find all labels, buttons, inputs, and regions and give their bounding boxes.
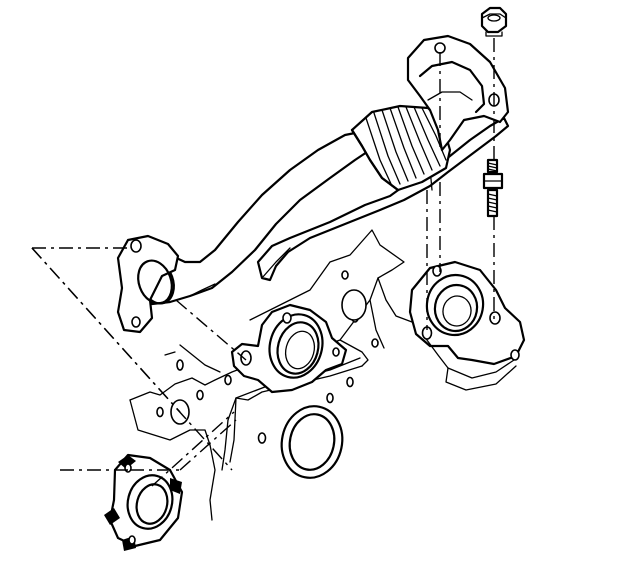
manifold-stud-hole: [510, 349, 520, 361]
cover-bolt-hole: [176, 359, 184, 371]
flange-bolt-hole: [130, 239, 142, 253]
stud: [482, 158, 504, 218]
gasket: [280, 405, 344, 479]
manifold-stud-hole: [489, 311, 501, 325]
cover-bolt-hole: [326, 392, 334, 404]
flange-bolt-hole: [131, 316, 141, 328]
right-exhaust-manifold-outlet: [408, 260, 526, 391]
cover-bolt-hole: [196, 389, 204, 401]
nut: [480, 6, 508, 37]
manifold-stud-hole: [282, 312, 292, 324]
flex-bellows: [350, 104, 452, 192]
cover-bolt-hole: [341, 270, 349, 280]
alignment-lines: [31, 38, 495, 487]
lower-left-manifold-outlet: [104, 453, 184, 551]
cover-bolt-hole: [346, 376, 354, 388]
cover-bolt-hole: [156, 406, 164, 418]
manifold-stud-hole: [332, 347, 340, 357]
left-pipe-flange: [116, 234, 180, 334]
manifold-stud-hole: [128, 535, 136, 545]
cover-port: [341, 289, 367, 321]
cover-bolt-hole: [257, 432, 267, 444]
manifold-stud-hole: [432, 265, 442, 277]
cover-bolt-hole: [371, 338, 379, 348]
manifold-stud-hole: [240, 350, 252, 366]
manifold-stud-hole: [124, 463, 132, 473]
cover-bolt-hole: [224, 374, 232, 386]
upper-mounting-flange: [406, 34, 510, 152]
flange-bolt-hole: [434, 42, 446, 54]
left-exhaust-manifold-outlet: [230, 303, 348, 394]
